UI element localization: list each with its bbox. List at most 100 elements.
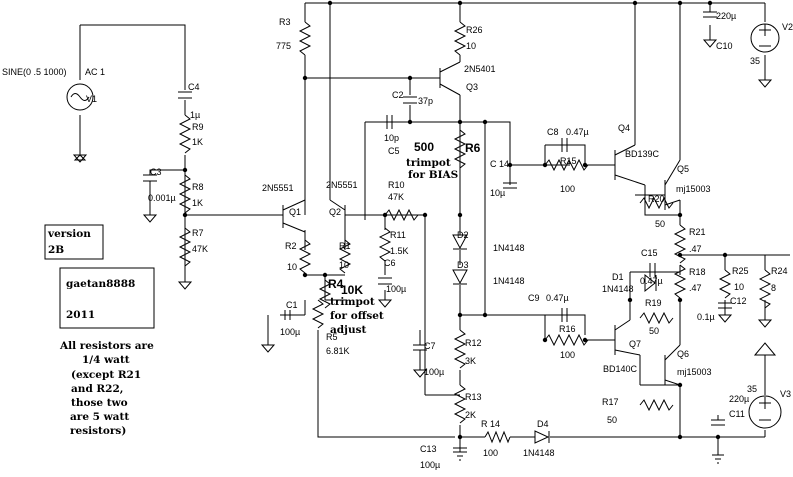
notes: version 2B gaetan8888 2011 All resistors… (47, 228, 154, 437)
c10-label: C10 (716, 41, 733, 51)
r10-value: 47K (388, 192, 404, 202)
c6-label: C6 (384, 258, 396, 268)
r11-label: R11 (390, 230, 406, 240)
source-ac-label: AC 1 (85, 67, 105, 77)
q2-part: 2N5551 (326, 180, 358, 190)
c10-value: 220µ (716, 11, 736, 21)
c8-label: C8 (547, 127, 559, 137)
r1-value: 10 (339, 260, 349, 270)
r19-value: 50 (649, 326, 659, 336)
c11-label: C11 (729, 409, 745, 419)
q7-label: Q7 (629, 339, 641, 349)
c3-label: C3 (150, 167, 162, 177)
c5-label: C5 (388, 146, 400, 156)
v2-label: V2 (782, 22, 793, 32)
component-labels: SINE(0 .5 1000) AC 1 V1 C4 1µ R9 1K C3 0… (2, 11, 793, 470)
transistors (282, 61, 681, 386)
q4-part: BD139C (625, 149, 660, 159)
version-box (44, 224, 104, 260)
r7-value: 47K (192, 244, 208, 254)
r6-value: 500 (414, 140, 434, 154)
q7-part: BD140C (603, 364, 638, 374)
r14-value: 100 (483, 448, 498, 458)
q4-label: Q4 (618, 123, 630, 133)
c12-label: C12 (730, 296, 747, 306)
c4-value: 1µ (190, 110, 200, 120)
r6-label: R6 (465, 141, 481, 155)
c9-value: 0.47µ (546, 293, 569, 303)
c2-value: 37p (418, 96, 433, 106)
d1-label: D1 (612, 272, 624, 282)
resistor-note-6: are 5 watt (70, 411, 129, 423)
d4-part: 1N4148 (523, 448, 555, 458)
c15-label: C15 (641, 248, 658, 258)
q3-label: Q3 (466, 82, 478, 92)
c12-value: 0.1µ (697, 312, 715, 322)
r13-value: 2K (465, 410, 476, 420)
bias-trimpot-note-1: trimpot (406, 157, 451, 169)
resistor-note-4: and R22, (71, 383, 123, 395)
source-sine-label: SINE(0 .5 1000) (2, 67, 67, 77)
q3-part: 2N5401 (464, 64, 496, 74)
wires (73, 2, 790, 455)
r5-label: R5 (326, 332, 338, 342)
d4-label: D4 (537, 419, 549, 429)
r7-label: R7 (192, 228, 204, 238)
r26-label: R26 (466, 25, 483, 35)
resistor-note-1: All resistors are (59, 340, 154, 352)
r20-label: R20 (648, 194, 665, 204)
q6-label: Q6 (677, 349, 689, 359)
r15-value: 100 (560, 184, 575, 194)
r20-value: 50 (655, 219, 665, 229)
r3-value: 775 (276, 41, 291, 51)
c14-value: 10µ (490, 188, 505, 198)
resistor-note-3: (except R21 (71, 369, 141, 381)
c15-value: 0.47µ (640, 276, 663, 286)
offset-trimpot-note-1: trimpot (330, 296, 375, 308)
c5-value: 10p (384, 133, 399, 143)
r11-value: 1.5K (390, 246, 409, 256)
r18-label: R18 (689, 267, 706, 277)
r9-label: R9 (192, 122, 204, 132)
r19-label: R19 (645, 298, 662, 308)
r21-value: .47 (689, 244, 702, 254)
v1-label: V1 (86, 94, 97, 104)
r12-value: 3K (465, 356, 476, 366)
r14-label: R 14 (481, 419, 500, 429)
v3-value: 35 (747, 384, 757, 394)
author-year: 2011 (66, 309, 95, 321)
r17-value: 50 (607, 415, 617, 425)
c13-label: C13 (420, 444, 437, 454)
d1-part: 1N4148 (602, 284, 634, 294)
version-value: 2B (48, 244, 64, 256)
r21-label: R21 (689, 227, 706, 237)
v3-label: V3 (780, 389, 791, 399)
r16-value: 100 (560, 350, 575, 360)
r1-label: R1 (339, 241, 351, 251)
c13-value: 100µ (420, 460, 440, 470)
r24-label: R24 (771, 266, 788, 276)
c4-label: C4 (188, 82, 200, 92)
voltage-source-v1 (66, 83, 94, 111)
d3-part: 1N4148 (493, 276, 525, 286)
r16-label: R16 (559, 324, 576, 334)
c3-value: 0.001µ (148, 193, 176, 203)
bias-trimpot-note-2: for BIAS (408, 169, 458, 181)
r25-label: R25 (732, 266, 749, 276)
author-box (59, 267, 155, 329)
junction-dots (182, 0, 728, 440)
c1-value: 100µ (280, 327, 300, 337)
r24-value: 8 (771, 283, 776, 293)
c7-label: C7 (424, 341, 436, 351)
q6-part: mj15003 (677, 367, 712, 377)
c6-value: 100µ (386, 284, 406, 294)
c9-label: C9 (528, 293, 540, 303)
c8-value: 0.47µ (566, 127, 589, 137)
r2-label: R2 (285, 241, 297, 251)
r2-value: 10 (287, 262, 297, 272)
r12-label: R12 (465, 338, 482, 348)
q5-label: Q5 (677, 164, 689, 174)
r18-value: .47 (689, 283, 702, 293)
offset-trimpot-note-3: adjust (330, 324, 366, 336)
